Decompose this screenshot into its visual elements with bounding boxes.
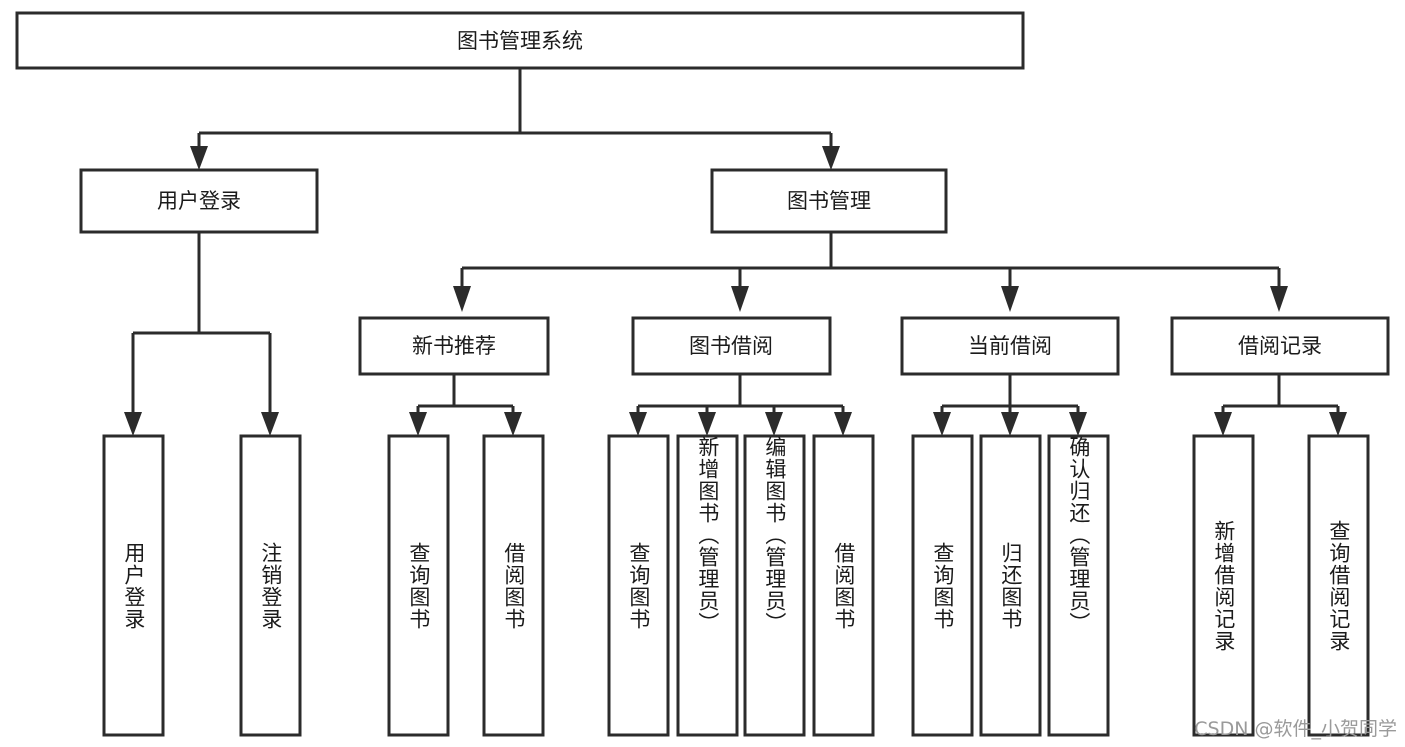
arrow-head-leaf-add-record <box>1214 412 1232 436</box>
arrow-head-borrow-record <box>1270 286 1288 312</box>
node-current-borrow-label: 当前借阅 <box>968 334 1052 358</box>
arrow-head-leaf-query-book-1 <box>409 412 427 436</box>
arrow-head-leaf-user-logout <box>261 412 279 436</box>
node-new-book-recommend[interactable]: 新书推荐 <box>358 316 550 376</box>
connectors-layer <box>124 68 1347 436</box>
node-leaf-user-logout[interactable] <box>239 434 302 737</box>
node-current-borrow[interactable]: 当前借阅 <box>900 316 1120 376</box>
node-user-login-label: 用户登录 <box>157 189 241 213</box>
node-leaf-user-login[interactable] <box>102 434 165 737</box>
node-root-label: 图书管理系统 <box>457 29 583 53</box>
arrow-head-leaf-confirm-return <box>1069 412 1087 436</box>
node-new-book-recommend-label: 新书推荐 <box>412 334 496 358</box>
node-leaf-borrow-book-1[interactable] <box>482 434 545 737</box>
node-book-management-label: 图书管理 <box>787 189 871 213</box>
node-borrow-record-label: 借阅记录 <box>1238 334 1322 358</box>
arrow-head-leaf-user-login <box>124 412 142 436</box>
arrow-head-leaf-return-book <box>1001 412 1019 436</box>
node-leaf-borrow-book-2[interactable] <box>812 434 875 737</box>
arrow-head-leaf-query-book-2 <box>629 412 647 436</box>
arrow-head-leaf-add-book <box>698 412 716 436</box>
node-leaf-add-record[interactable] <box>1192 434 1255 737</box>
node-leaf-query-record[interactable] <box>1307 434 1370 737</box>
nodes-layer: 图书管理系统 用户登录 图书管理 新书推荐 图书借阅 当前 <box>15 11 1390 737</box>
arrow-head-leaf-borrow-book-2 <box>834 412 852 436</box>
arrow-head-book-management <box>822 146 840 170</box>
node-borrow-record[interactable]: 借阅记录 <box>1170 316 1390 376</box>
node-book-borrow-label: 图书借阅 <box>689 334 773 358</box>
arrow-head-leaf-edit-book <box>765 412 783 436</box>
node-book-management[interactable]: 图书管理 <box>710 168 948 234</box>
node-leaf-return-book[interactable] <box>979 434 1042 737</box>
arrow-head-leaf-query-record <box>1329 412 1347 436</box>
node-leaf-query-book-1[interactable] <box>387 434 450 737</box>
arrow-head-leaf-query-book-3 <box>933 412 951 436</box>
node-leaf-query-book-2[interactable] <box>607 434 670 737</box>
arrow-head-leaf-borrow-book-1 <box>504 412 522 436</box>
arrow-head-current-borrow <box>1001 286 1019 312</box>
node-leaf-edit-book[interactable] <box>743 434 806 737</box>
node-user-login[interactable]: 用户登录 <box>79 168 319 234</box>
node-root[interactable]: 图书管理系统 <box>15 11 1025 70</box>
arrow-head-user-login <box>190 146 208 170</box>
node-leaf-query-book-3[interactable] <box>911 434 974 737</box>
node-leaf-add-book[interactable] <box>676 434 739 737</box>
arrow-head-new-book-recommend <box>453 286 471 312</box>
arrow-head-book-borrow <box>731 286 749 312</box>
node-book-borrow[interactable]: 图书借阅 <box>631 316 832 376</box>
node-leaf-confirm-return[interactable] <box>1047 434 1110 737</box>
